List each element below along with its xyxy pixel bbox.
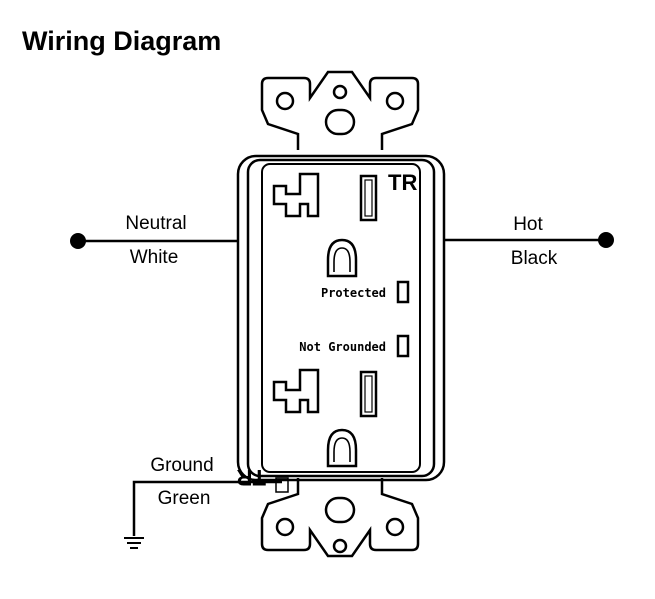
bottom-slot	[324, 496, 356, 524]
neutral-terminal-dot	[70, 233, 86, 249]
green-label: Green	[158, 488, 211, 509]
ground-label: Ground	[150, 455, 213, 476]
ground-wire	[132, 480, 282, 536]
lower-hot-slot	[359, 370, 378, 418]
bottom-right-screw-hole	[385, 517, 405, 537]
bottom-mounting-strap	[260, 478, 420, 558]
ground-screw	[275, 477, 289, 493]
receptacle-face	[261, 163, 421, 473]
bottom-left-screw-hole	[275, 517, 295, 537]
receptacle-outer-body	[236, 154, 446, 482]
black-label: Black	[511, 248, 558, 269]
bottom-center-hole	[332, 538, 348, 554]
hot-terminal-dot	[598, 232, 614, 248]
hot-label: Hot	[513, 214, 543, 235]
upper-neutral-t-slot	[272, 172, 320, 218]
top-slot	[324, 108, 356, 136]
protected-label: Protected	[321, 286, 386, 300]
ground-symbol	[124, 537, 144, 549]
tr-mark-top: TR	[388, 170, 417, 195]
lower-neutral-t-slot	[272, 368, 320, 414]
top-center-hole	[332, 84, 348, 100]
lower-ground-hole	[326, 428, 358, 468]
top-mounting-strap	[260, 70, 420, 150]
top-left-screw-hole	[275, 91, 295, 111]
protected-indicator-light	[396, 280, 410, 304]
not-grounded-label: Not Grounded	[299, 340, 386, 354]
top-right-screw-hole	[385, 91, 405, 111]
diagram-title: Wiring Diagram	[22, 26, 222, 56]
not-grounded-indicator-light	[396, 334, 410, 358]
upper-outlet	[272, 172, 378, 278]
tr-mark-bottom: TR	[237, 465, 266, 490]
lower-outlet	[272, 368, 378, 468]
receptacle-inner-frame	[246, 158, 436, 478]
upper-hot-slot	[359, 174, 378, 222]
upper-ground-hole	[326, 238, 358, 278]
white-label: White	[130, 247, 179, 268]
neutral-label: Neutral	[125, 213, 186, 234]
